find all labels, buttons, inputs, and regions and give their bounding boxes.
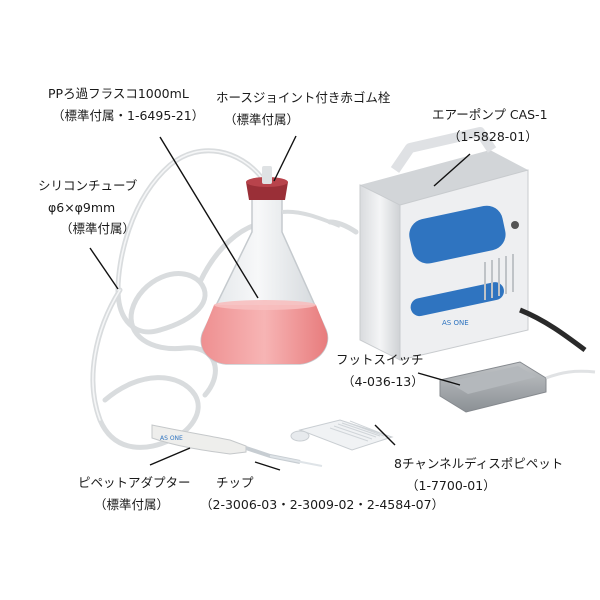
stopper-label: ホースジョイント付き赤ゴム栓 （標準付属）	[216, 90, 390, 128]
silicone-tube-highlight	[92, 149, 263, 421]
pipette-tip	[269, 455, 323, 467]
adapter-label-name: ピペットアダプター	[78, 475, 191, 490]
tube-label-note: （標準付属）	[60, 221, 136, 236]
filter-flask	[200, 194, 341, 365]
foot-switch	[439, 361, 596, 413]
flask-label: PPろ過フラスコ1000mL （標準付属・1-6495-21）	[48, 86, 204, 124]
footswitch-label: フットスイッチ （4-036-13）	[336, 352, 424, 390]
pipette8-label-code: （1-7700-01）	[406, 478, 496, 493]
power-cord	[519, 307, 587, 353]
footswitch-label-code: （4-036-13）	[342, 374, 424, 389]
pump-handle	[390, 127, 497, 173]
air-pump: AS ONE	[359, 127, 587, 361]
pump-vents	[484, 254, 514, 300]
pump-logo: AS ONE	[442, 319, 469, 327]
stopper-label-note: （標準付属）	[224, 112, 300, 127]
tip-label-code: （2-3006-03・2-3009-02・2-4584-07）	[200, 497, 445, 512]
stopper-label-name: ホースジョイント付き赤ゴム栓	[216, 90, 391, 105]
side-arm	[281, 209, 341, 228]
leader-lines	[89, 135, 471, 471]
tube-label: シリコンチューブ φ6×φ9mm （標準付属）	[38, 178, 137, 237]
pump-label-name: エアーポンプ CAS-1	[432, 107, 548, 122]
pipette8-label: 8チャンネルディスポピペット （1-7700-01）	[394, 456, 563, 494]
tip-label: チップ （2-3006-03・2-3009-02・2-4584-07）	[200, 475, 444, 513]
flask-label-name: PPろ過フラスコ1000mL	[48, 86, 189, 101]
adapter-logo: AS ONE	[160, 435, 183, 442]
pump-accent-stripe	[409, 205, 506, 264]
flask-label-note: （標準付属・1-6495-21）	[52, 108, 205, 123]
eight-channel-pipette	[290, 419, 394, 451]
pump-label: エアーポンプ CAS-1 （1-5828-01）	[432, 107, 548, 145]
tube-label-name: シリコンチューブ	[38, 178, 138, 193]
pipette-adapter: AS ONE	[151, 424, 323, 467]
pump-label-code: （1-5828-01）	[448, 129, 538, 144]
adapter-label-note: （標準付属）	[94, 497, 170, 512]
red-rubber-stopper	[246, 166, 288, 200]
pipette8-label-name: 8チャンネルディスポピペット	[394, 456, 564, 471]
tube-label-size: φ6×φ9mm	[48, 200, 116, 215]
footswitch-label-name: フットスイッチ	[336, 352, 424, 367]
liquid	[201, 305, 328, 364]
tip-label-name: チップ	[216, 475, 254, 490]
adapter-label: ピペットアダプター （標準付属）	[78, 475, 191, 513]
